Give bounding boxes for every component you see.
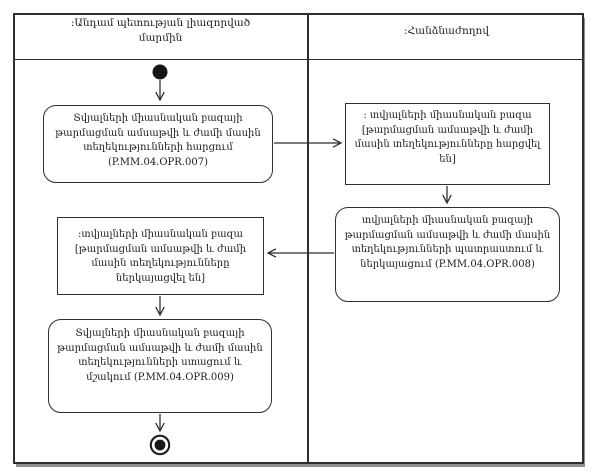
- swimlane-divider: [307, 13, 309, 464]
- lane-title-member-state: :Անդամ պետության լիազորված մարմին: [13, 16, 308, 60]
- object-node-db-submitted: :տվյալների միասնական բազա [թարմացման ամս…: [57, 217, 264, 295]
- lane-title-text: :Հանձնաժողով: [404, 25, 489, 37]
- object-node-db-requested: : տվյալների միասնական բազա [թարմացման ամ…: [345, 103, 550, 185]
- lane-title-text: :Անդամ պետության լիազորված մարմին: [70, 17, 251, 44]
- action-node-prepare-submit-info: տվյալների միասնական բազայի թարմացման ամս…: [335, 207, 560, 302]
- action-node-request-info: Տվյալների միասնական բազայի թարմացման ամս…: [43, 105, 273, 183]
- action-node-receive-process-info: Տվյալների միասնական բազայի թարմացման ամս…: [48, 319, 272, 413]
- lane-title-commission: :Հանձնաժողով: [308, 16, 585, 60]
- swimlane-header-row: [13, 13, 584, 60]
